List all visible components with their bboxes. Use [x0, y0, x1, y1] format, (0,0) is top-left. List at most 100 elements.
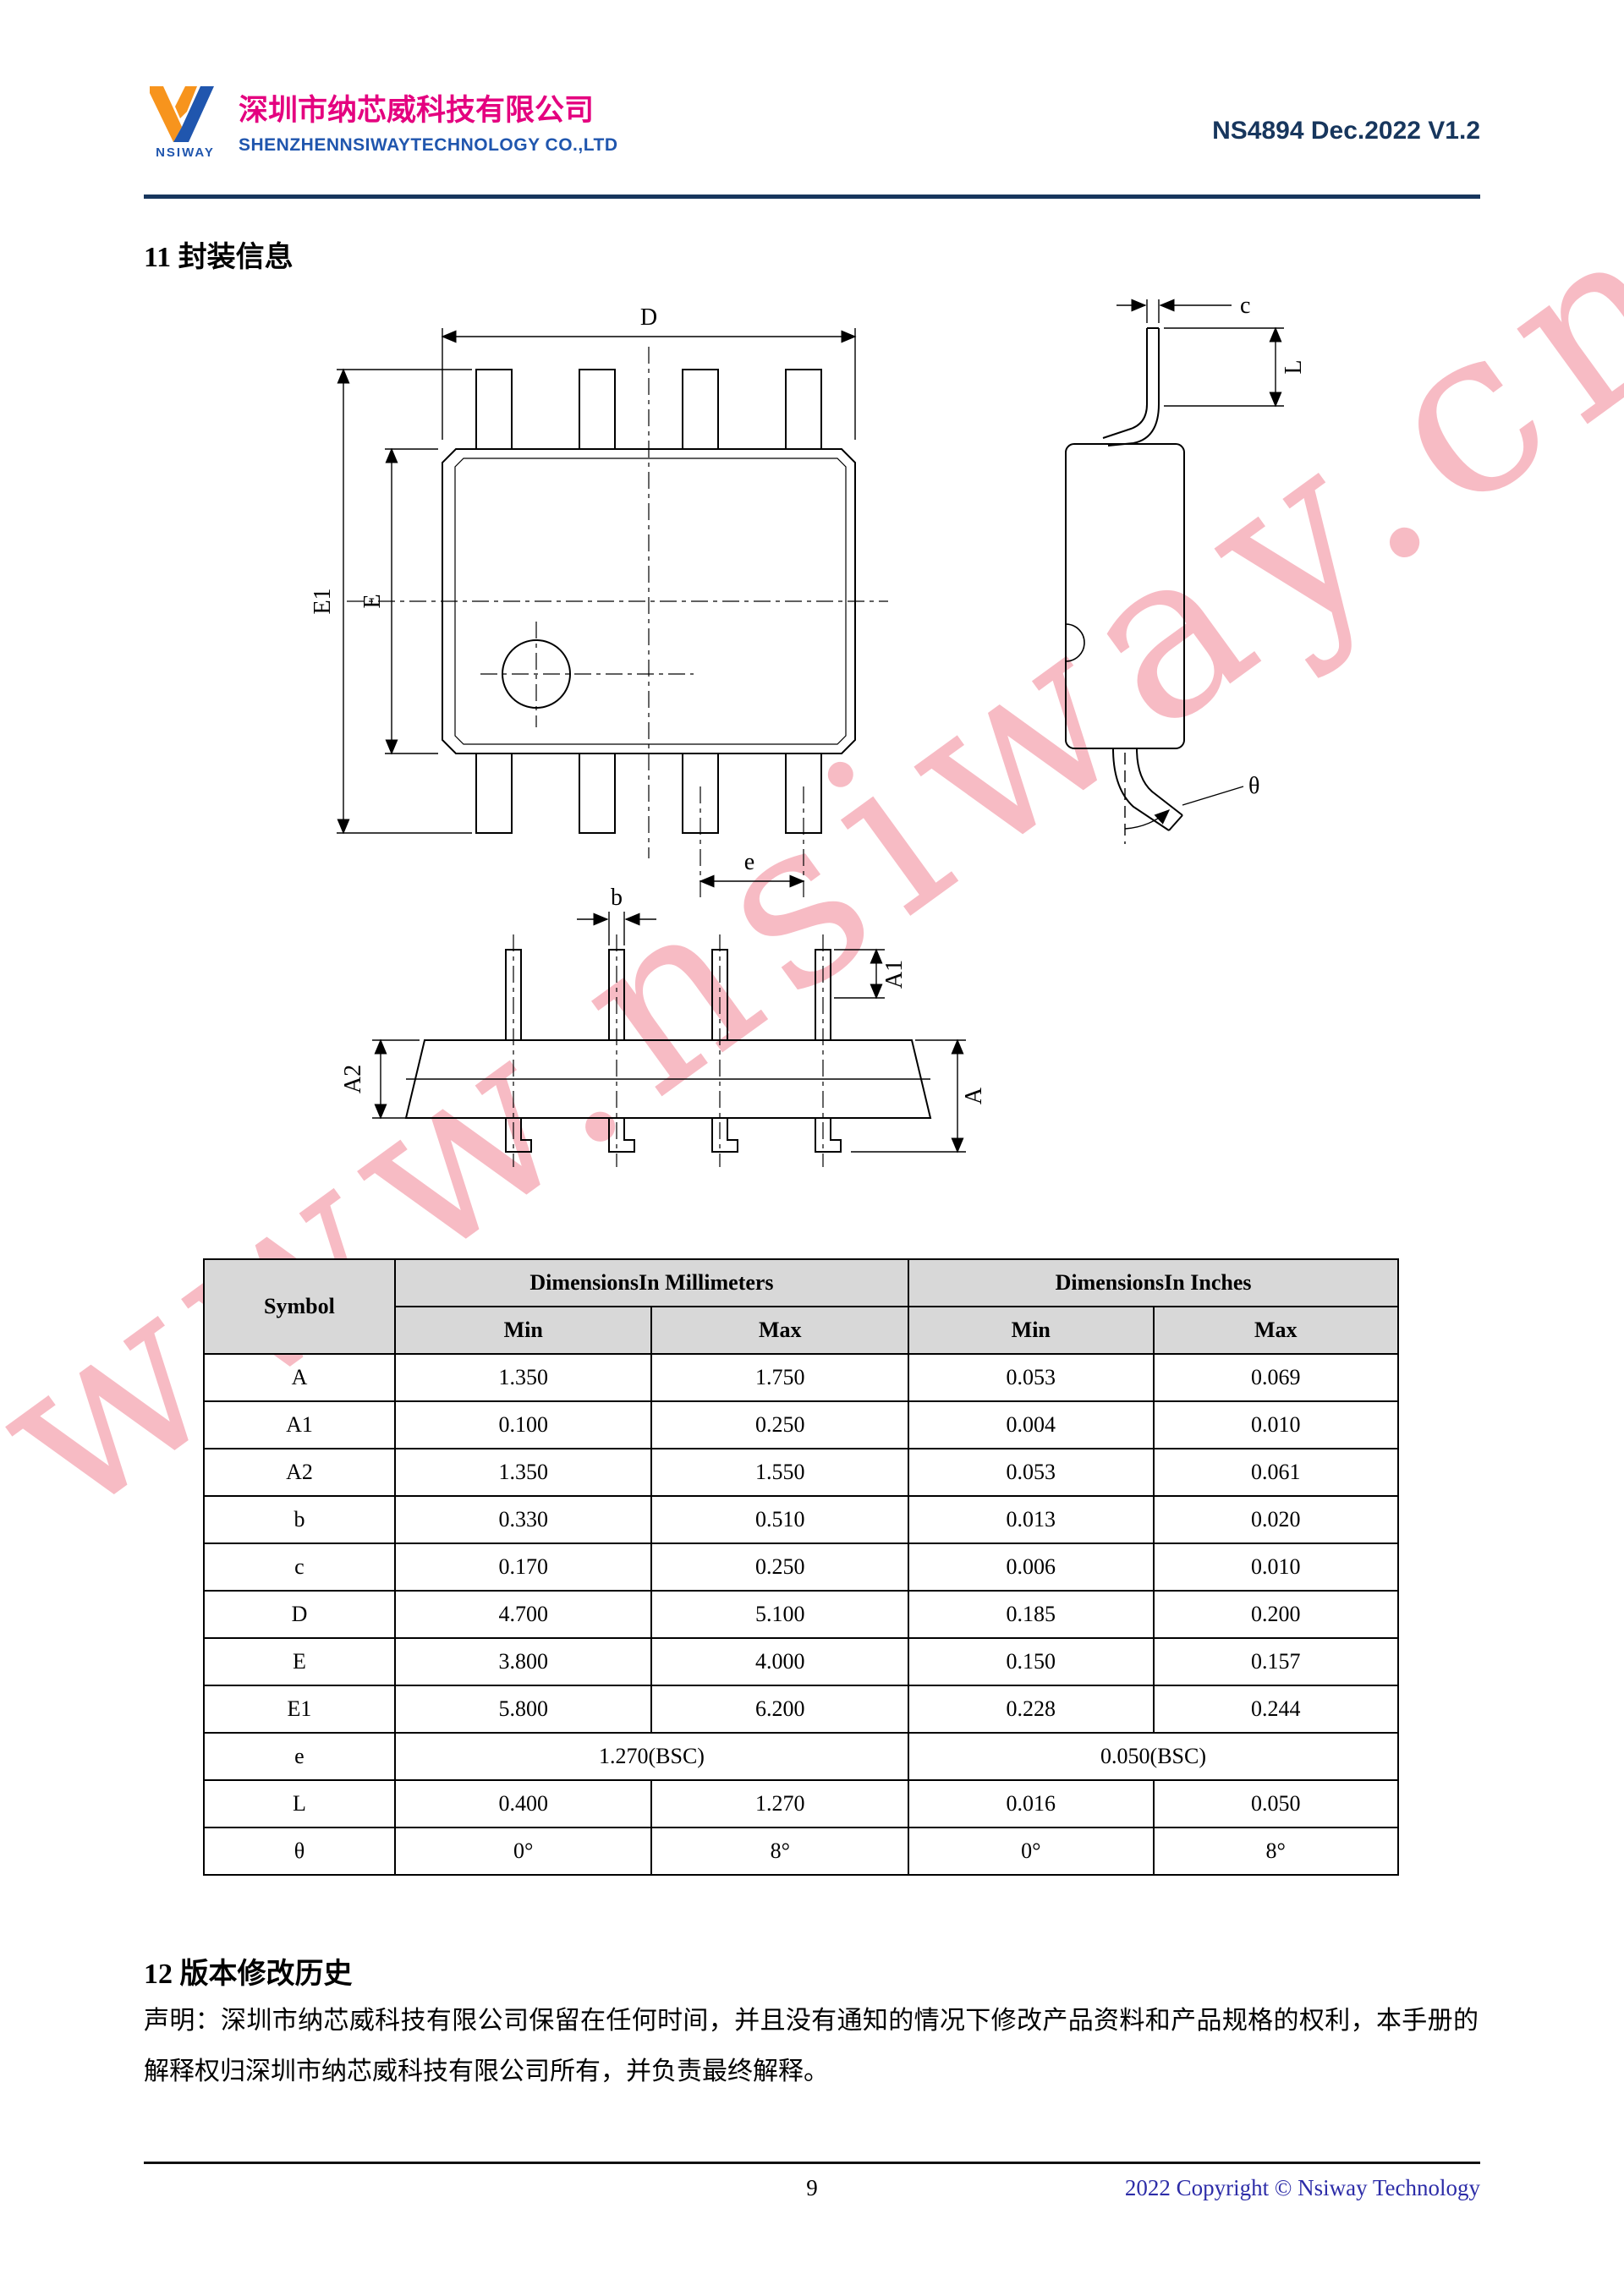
- table-row: E1 5.800 6.200 0.228 0.244: [203, 1685, 1400, 1734]
- table-cell: 5.100: [650, 1590, 910, 1639]
- table-cell: 0.250: [650, 1400, 910, 1449]
- package-drawing: D E1 E e: [144, 279, 1379, 1256]
- symbol-cell: A2: [203, 1448, 396, 1497]
- table-row: D 4.700 5.100 0.185 0.200: [203, 1590, 1400, 1639]
- table-cell: 4.000: [650, 1637, 910, 1686]
- copyright-notice: 2022 Copyright © Nsiway Technology: [1124, 2175, 1480, 2200]
- symbol-cell: E1: [203, 1685, 396, 1734]
- col-header-symbol: Symbol: [203, 1258, 396, 1355]
- table-cell: 0.200: [1152, 1590, 1400, 1639]
- table-cell: 0.170: [393, 1543, 653, 1592]
- company-block: 深圳市纳芯威科技有限公司 SHENZHENNSIWAYTECHNOLOGY CO…: [239, 86, 617, 156]
- table-cell: 1.750: [650, 1353, 910, 1402]
- table-cell: 0°: [393, 1827, 653, 1876]
- section-title-revision-history: 12 版本修改历史: [144, 1959, 353, 1991]
- symbol-cell: b: [203, 1495, 396, 1544]
- front-view: [404, 949, 932, 1153]
- table-row: A2 1.350 1.550 0.053 0.061: [203, 1448, 1400, 1497]
- col-group-millimeters: DimensionsIn Millimeters: [393, 1258, 910, 1307]
- table-cell: 0.157: [1152, 1637, 1400, 1686]
- symbol-cell: D: [203, 1590, 396, 1639]
- top-view-dimensions: [337, 328, 857, 888]
- front-view-centerlines: [513, 934, 824, 1167]
- dim-label-theta: θ: [1248, 773, 1259, 799]
- table-row: E 3.800 4.000 0.150 0.157: [203, 1637, 1400, 1686]
- table-cell: 0.004: [908, 1400, 1155, 1449]
- symbol-cell: θ: [203, 1827, 396, 1876]
- table-cell: 1.550: [650, 1448, 910, 1497]
- table-subheader-row: Min Max Min Max: [204, 1306, 1400, 1355]
- dim-label-E: E: [359, 594, 386, 608]
- table-cell: 0.010: [1152, 1543, 1400, 1592]
- table-cell: 0.228: [908, 1685, 1155, 1734]
- symbol-cell: E: [203, 1637, 396, 1686]
- nsiway-logo-icon: [150, 86, 214, 142]
- package-outline-svg: D E1 E e: [310, 293, 1307, 1167]
- table-row: θ 0° 8° 0° 8°: [203, 1827, 1400, 1876]
- table-cell: 1.270(BSC): [393, 1732, 910, 1781]
- logo-text: NSIWAY: [156, 145, 215, 160]
- table-cell: 0°: [908, 1827, 1155, 1876]
- table-cell: 0.050: [1152, 1779, 1400, 1828]
- company-name-cn: 深圳市纳芯威科技有限公司: [239, 94, 595, 127]
- table-cell: 0.244: [1152, 1685, 1400, 1734]
- table-cell: 0.006: [908, 1543, 1155, 1592]
- table-cell: 0.250: [650, 1543, 910, 1592]
- side-view: [1065, 327, 1185, 831]
- legal-statement: 声明：深圳市纳芯威科技有限公司保留在任何时间，并且没有通知的情况下修改产品资料和…: [144, 2007, 1479, 2085]
- table-header-row: Symbol DimensionsIn Millimeters Dimensio…: [203, 1258, 1399, 1355]
- dim-label-A2: A2: [340, 1065, 366, 1093]
- section-title-package-info: 11 封装信息: [144, 242, 294, 274]
- table-cell: 0.053: [908, 1353, 1155, 1402]
- dim-label-b: b: [611, 885, 623, 911]
- symbol-cell: A: [203, 1353, 396, 1402]
- table-cell: 5.800: [393, 1685, 653, 1734]
- table-row: A1 0.100 0.250 0.004 0.010: [203, 1400, 1400, 1449]
- dim-label-E1: E1: [310, 588, 336, 614]
- table-row: L 0.400 1.270 0.016 0.050: [203, 1779, 1400, 1828]
- table-row: e 1.270(BSC) 0.050(BSC): [203, 1732, 1399, 1781]
- table-row: c 0.170 0.250 0.006 0.010: [203, 1543, 1400, 1592]
- dim-label-A1: A1: [881, 960, 908, 989]
- footer-rule: [144, 2162, 1480, 2164]
- table-cell: 0.400: [393, 1779, 653, 1828]
- header: NSIWAY 深圳市纳芯威科技有限公司 SHENZHENNSIWAYTECHNO…: [144, 78, 1480, 196]
- nsiway-logo: NSIWAY: [144, 78, 227, 160]
- table-cell: 0.016: [908, 1779, 1155, 1828]
- col-header-mm-min: Min: [393, 1306, 653, 1355]
- col-group-inches: DimensionsIn Inches: [908, 1258, 1399, 1307]
- front-view-dimensions: [372, 912, 966, 1153]
- table-cell: 0.013: [908, 1495, 1155, 1544]
- dim-label-D: D: [640, 304, 657, 331]
- table-cell: 4.700: [393, 1590, 653, 1639]
- table-cell: 0.010: [1152, 1400, 1400, 1449]
- dim-label-L: L: [1281, 359, 1307, 374]
- table-cell: 0.330: [393, 1495, 653, 1544]
- table-cell: 1.270: [650, 1779, 910, 1828]
- table-cell: 6.200: [650, 1685, 910, 1734]
- table-cell: 1.350: [393, 1448, 653, 1497]
- col-header-mm-max: Max: [650, 1306, 910, 1355]
- col-header-in-max: Max: [1152, 1306, 1400, 1355]
- symbol-cell: A1: [203, 1400, 396, 1449]
- page-number: 9: [806, 2175, 818, 2200]
- header-rule: [144, 195, 1480, 199]
- company-name-en: SHENZHENNSIWAYTECHNOLOGY CO.,LTD: [239, 135, 618, 155]
- dim-label-A: A: [961, 1087, 987, 1104]
- table-row: b 0.330 0.510 0.013 0.020: [203, 1495, 1400, 1544]
- symbol-cell: e: [203, 1732, 396, 1781]
- table-cell: 0.050(BSC): [908, 1732, 1399, 1781]
- centerlines: [347, 347, 888, 901]
- table-cell: 8°: [650, 1827, 910, 1876]
- dimensions-table: Symbol DimensionsIn Millimeters Dimensio…: [203, 1258, 1400, 1876]
- table-cell: 0.185: [908, 1590, 1155, 1639]
- table-cell: 0.150: [908, 1637, 1155, 1686]
- symbol-cell: c: [203, 1543, 396, 1592]
- doc-reference: NS4894 Dec.2022 V1.2: [1212, 117, 1480, 145]
- table-cell: 3.800: [393, 1637, 653, 1686]
- side-view-dimensions: [1116, 299, 1284, 844]
- table-cell: 0.020: [1152, 1495, 1400, 1544]
- table-cell: 8°: [1152, 1827, 1400, 1876]
- table-cell: 0.100: [393, 1400, 653, 1449]
